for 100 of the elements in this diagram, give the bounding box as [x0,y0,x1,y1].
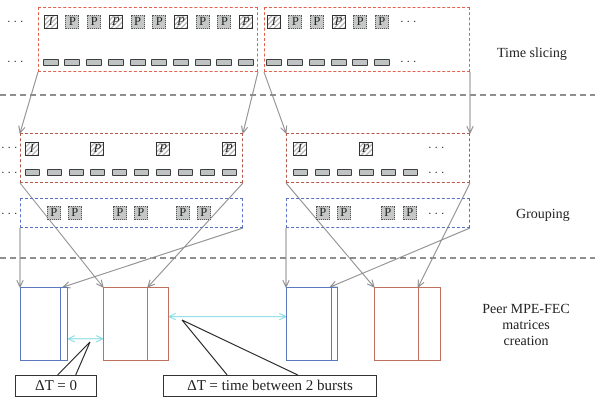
packet-bar [156,168,172,176]
hatched-frame-tile: I [44,14,58,29]
dotted-frame-tile: P [196,14,210,29]
packet-bar [178,168,193,176]
hatched-frame-tile: P [90,142,104,156]
packet-bar [90,168,106,176]
ellipsis: · · · [1,207,18,222]
dotted-frame-tile: P [130,14,144,29]
arrow [286,182,375,288]
band-title: Grouping [516,207,570,223]
dotted-frame-tile: P [310,14,324,29]
packet-bar [402,168,418,176]
packet-bar [374,58,390,66]
fec-matrix [103,287,169,361]
band-title: Peer MPE-FEC matrices creation [481,302,571,350]
arrow [18,72,38,134]
packet-bar [108,58,124,66]
hatched-frame-tile: P [108,14,123,29]
dotted-frame-tile: P [46,206,61,220]
packet-bar [24,168,40,176]
ellipsis: · · · [400,15,416,30]
packet-bar [330,58,346,66]
callout-box: ΔT = time between 2 bursts [163,375,377,397]
dashed-group-outline [286,198,470,228]
hatched-frame-tile: P [239,14,253,29]
hatched-frame-tile: P [156,142,170,156]
dotted-frame-tile: P [288,14,302,29]
fec-matrix [374,287,441,361]
leader-line [57,342,90,376]
ellipsis: · · · [428,207,444,222]
packet-bar [68,168,84,176]
ellipsis: · · · [1,166,18,181]
packet-bar [216,58,232,66]
arrow [466,72,474,134]
fec-matrix [20,287,68,361]
packet-bar [200,168,215,176]
packet-bar [222,168,237,176]
dotted-frame-tile: P [336,206,351,220]
hatched-frame-tile: P [332,14,346,29]
packet-bar [358,168,374,176]
arrow [16,228,24,288]
dotted-frame-tile: P [112,206,127,220]
packet-bar [314,168,330,176]
hatched-frame-tile: P [222,142,236,156]
ellipsis: · · · [428,141,444,156]
dashed-group-outline [286,133,470,183]
dashed-group-outline [20,133,243,183]
packet-bar [130,58,146,66]
dotted-frame-tile: P [402,206,417,220]
packet-bar [151,58,168,66]
dotted-frame-tile: P [196,206,211,220]
band-title: Time slicing [497,46,567,62]
packet-bar [112,168,128,176]
leader-line [75,342,90,376]
hatched-frame-tile: P [358,142,373,156]
arrow [62,228,244,288]
callout-box: ΔT = 0 [15,375,97,397]
ellipsis: · · · [428,166,444,181]
dotted-frame-tile: P [353,14,368,29]
packet-bar [238,58,254,66]
double-arrow [168,312,287,320]
dashed-group-outline [264,7,470,72]
dotted-frame-tile: P [374,14,389,29]
packet-bar [308,58,325,66]
hatched-frame-tile: P [174,14,188,29]
dotted-frame-tile: P [87,14,102,29]
arrow [418,182,470,288]
dashed-group-outline [38,7,258,72]
packet-bar [42,58,59,66]
packet-bar [46,168,62,176]
dotted-frame-tile: P [217,14,232,29]
ellipsis: · · · [400,55,416,70]
packet-bar [86,58,102,66]
packet-bar [352,58,368,66]
packet-bar [380,168,396,176]
dashed-group-outline [20,198,243,228]
hatched-frame-tile: I [24,142,39,156]
arrow [147,182,244,288]
packet-bar [336,168,352,176]
arrow [330,228,470,288]
packet-bar [172,58,189,66]
arrow [241,72,258,134]
arrow [282,228,290,288]
dotted-frame-tile: P [176,206,190,220]
arrow [20,182,104,288]
dotted-frame-tile: P [134,206,148,220]
packet-bar [194,58,211,66]
dotted-frame-tile: P [152,14,166,29]
hatched-frame-tile: I [266,14,281,29]
ellipsis: · · · [1,141,18,156]
hatched-frame-tile: I [292,142,307,156]
packet-bar [266,58,282,66]
double-arrow [67,335,104,343]
dotted-frame-tile: P [380,206,395,220]
arrow [264,72,288,134]
fec-matrix [286,287,338,361]
dotted-frame-tile: P [65,14,80,29]
packet-bar [287,58,304,66]
ellipsis: · · · [7,15,24,30]
dotted-frame-tile: P [68,206,82,220]
